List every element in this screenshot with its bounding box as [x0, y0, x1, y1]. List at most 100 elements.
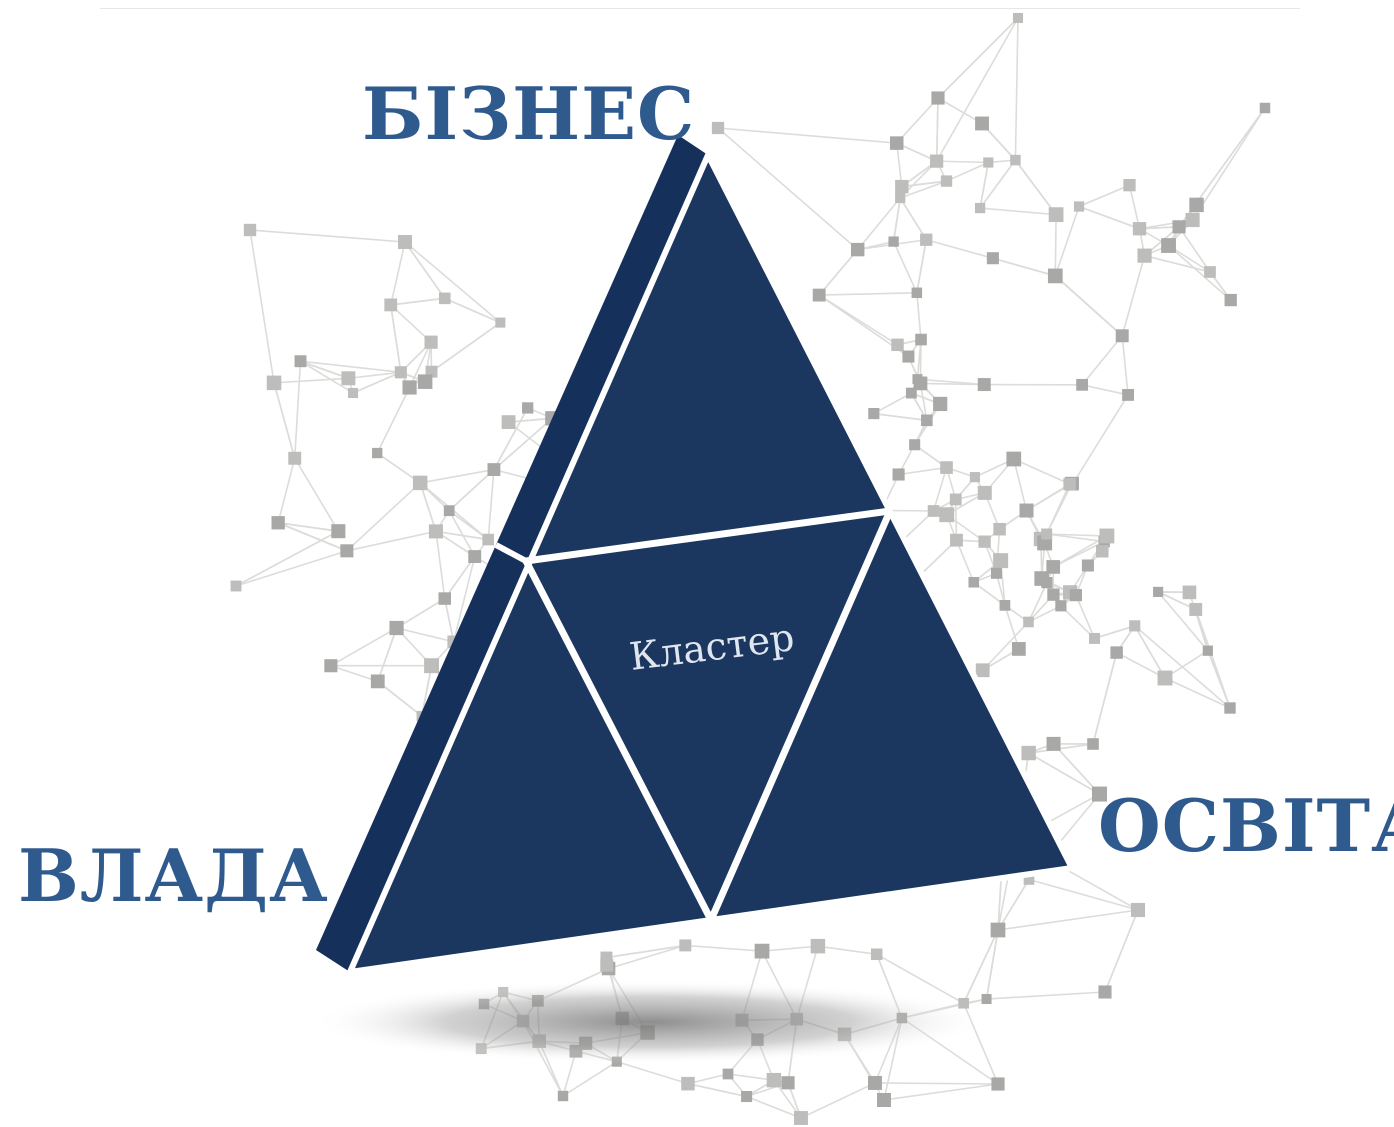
network-node: [1132, 222, 1147, 236]
network-node: [999, 600, 1011, 611]
network-node: [949, 493, 962, 506]
network-edge: [1026, 483, 1070, 512]
network-edge: [873, 392, 912, 415]
network-node: [741, 1091, 753, 1103]
network-edge: [249, 229, 275, 383]
network-node: [978, 535, 991, 548]
network-node: [522, 402, 534, 414]
network-edge: [1004, 605, 1020, 650]
network-node: [438, 592, 451, 605]
network-node: [931, 91, 945, 105]
network-node: [468, 550, 482, 564]
network-edge: [404, 241, 446, 299]
network-node: [927, 505, 940, 517]
network-edge: [895, 143, 903, 187]
network-node: [1123, 179, 1136, 192]
network-edge: [986, 991, 1106, 1000]
network-edge: [452, 556, 476, 642]
network-node: [958, 997, 969, 1009]
network-edge: [883, 1083, 999, 1101]
network-edge: [1144, 254, 1211, 273]
network-node: [895, 179, 909, 194]
network-node: [679, 939, 692, 952]
network-node: [892, 468, 905, 481]
network-edge: [352, 371, 402, 394]
network-edge: [746, 1082, 789, 1098]
network-edge: [937, 17, 1019, 99]
network-node: [889, 136, 904, 150]
network-edge: [1072, 394, 1129, 484]
network-edge: [935, 17, 1019, 162]
divider-left: [522, 559, 715, 922]
network-node: [417, 374, 433, 389]
network-edge: [293, 361, 302, 459]
network-node: [443, 505, 455, 517]
network-node: [812, 288, 826, 302]
network-node: [940, 175, 953, 187]
network-edge: [1191, 107, 1266, 221]
network-node: [868, 408, 880, 420]
network-edge: [992, 257, 1056, 277]
network-edge: [916, 292, 922, 340]
network-edge: [396, 597, 446, 629]
network-node: [1122, 388, 1134, 401]
network-node: [1092, 786, 1108, 802]
network-node: [1012, 12, 1024, 24]
network-edge: [390, 297, 445, 306]
network-edge: [235, 550, 348, 587]
network-node: [347, 387, 359, 399]
network-edge: [419, 482, 437, 532]
network-edge: [997, 879, 1030, 931]
network-edge: [876, 953, 965, 1004]
network-edge: [937, 97, 983, 125]
network-edge: [493, 417, 553, 471]
network-node: [1073, 201, 1085, 212]
network-node: [1204, 266, 1216, 278]
divider-upper: [525, 507, 891, 565]
network-edge: [819, 291, 917, 296]
network-node: [981, 994, 992, 1005]
network-edge: [892, 241, 918, 294]
network-edge: [1078, 205, 1140, 230]
network-edge: [817, 945, 877, 956]
network-edge: [955, 539, 975, 583]
network-edge: [273, 382, 296, 459]
network-node: [288, 451, 302, 465]
network-edge: [1104, 909, 1139, 993]
network-edge: [435, 531, 446, 599]
network-node: [920, 233, 933, 246]
network-edge: [946, 161, 989, 182]
network-edge: [717, 127, 859, 251]
network-edge: [376, 387, 411, 454]
education-label: ОСВІТА: [1098, 783, 1394, 868]
network-edge: [936, 160, 989, 164]
network-edge: [608, 944, 686, 970]
network-node: [1047, 268, 1063, 284]
network-node: [794, 1111, 808, 1125]
network-node: [1076, 378, 1088, 391]
network-node: [384, 298, 398, 312]
network-node: [975, 116, 989, 131]
network-edge: [562, 1060, 618, 1097]
network-node: [1099, 528, 1115, 544]
network-edge: [1027, 582, 1048, 623]
network-edge: [1014, 159, 1057, 216]
network-node: [993, 553, 1009, 569]
network-node: [991, 1077, 1005, 1091]
network-node: [398, 235, 412, 249]
network-edge: [962, 929, 999, 1004]
network-edge: [916, 239, 928, 293]
network-node: [495, 317, 506, 328]
network-edge: [396, 627, 454, 643]
network-edge: [1128, 184, 1141, 229]
network-edge: [901, 180, 947, 188]
network-edge: [444, 297, 501, 324]
network-node: [1182, 585, 1197, 600]
network-edge: [389, 304, 402, 373]
pyramid-front-face: [350, 155, 1072, 972]
network-node: [1110, 646, 1123, 659]
network-edge: [1012, 458, 1028, 511]
network-node: [372, 447, 383, 459]
network-node: [722, 1068, 734, 1080]
